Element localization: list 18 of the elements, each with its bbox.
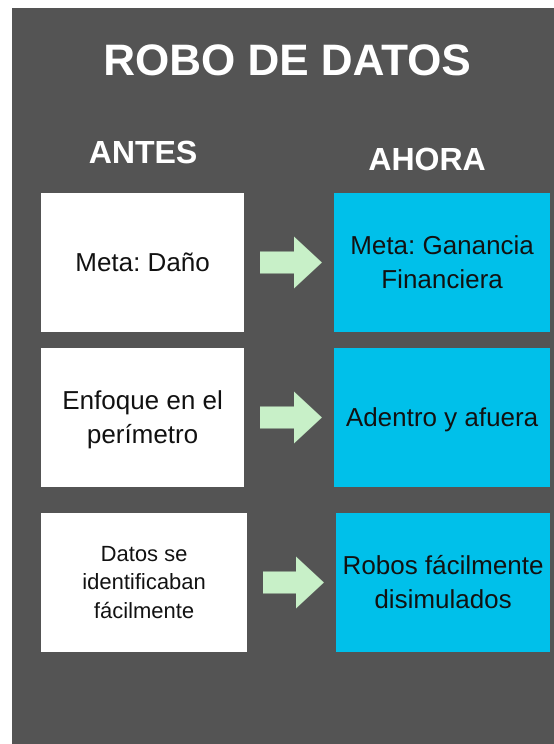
block-arrow (263, 556, 324, 608)
text-box (41, 193, 244, 332)
box-text: Enfoque en el perímetro (61, 384, 224, 450)
title: ROBO DE DATOS (102, 36, 472, 86)
box-text: Robos fácilmente disimulados (342, 548, 544, 616)
column-heading: ANTES (88, 134, 198, 171)
box-text: Adentro y afuera (346, 400, 538, 434)
box-text: Meta: Daño (75, 246, 210, 279)
text-box (41, 513, 247, 652)
box-text: Datos se identificaban fácilmente (81, 540, 207, 625)
highlight-box (334, 348, 550, 487)
highlight-box (336, 513, 550, 652)
highlight-box (334, 193, 550, 332)
block-arrow (260, 392, 322, 444)
block-arrow (260, 236, 322, 288)
text-box (41, 348, 244, 487)
box-text: Meta: Ganancia Financiera (349, 228, 535, 296)
column-heading: AHORA (367, 141, 487, 178)
